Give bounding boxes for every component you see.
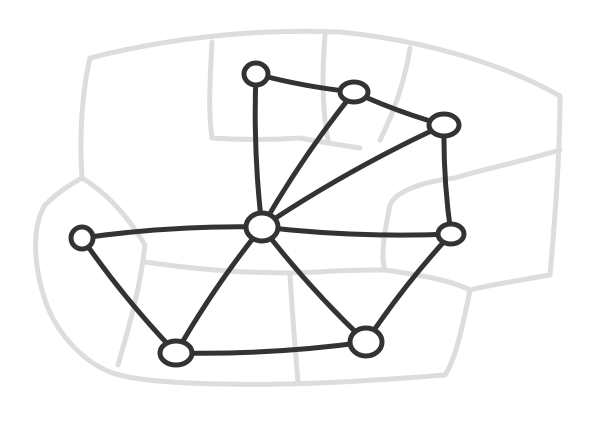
- border-east-middle: [380, 175, 458, 273]
- edge-n6-n7: [79, 235, 179, 356]
- graph-node-n3: [426, 111, 462, 139]
- edge-n1-n4: [252, 71, 265, 230]
- graph-node-n2: [337, 79, 371, 105]
- edge-n4-n6: [79, 224, 265, 241]
- graph-node-n6: [68, 224, 96, 252]
- border-east-upper: [452, 147, 563, 181]
- map-outline: [33, 28, 563, 387]
- graph-node-n5: [435, 221, 467, 247]
- edge-n4-n7: [173, 224, 265, 356]
- edge-n3-n4: [259, 122, 447, 230]
- graph-nodes: [68, 60, 467, 368]
- border-top-center-horizontal: [297, 135, 363, 151]
- edge-n4-n5: [259, 224, 454, 238]
- graph-node-n4: [243, 210, 281, 244]
- border-bottom-center: [287, 272, 301, 385]
- border-east-lower: [382, 267, 473, 293]
- graph-node-n1: [241, 60, 271, 88]
- border-top-right: [377, 45, 413, 143]
- graph-node-n7: [157, 338, 195, 368]
- edge-n2-n4: [259, 89, 357, 230]
- graph-node-n8: [347, 325, 385, 359]
- border-top-left-vertical: [207, 39, 215, 141]
- edge-n4-n8: [259, 224, 369, 345]
- border-west-upper: [79, 175, 148, 248]
- edge-n7-n8: [173, 339, 369, 356]
